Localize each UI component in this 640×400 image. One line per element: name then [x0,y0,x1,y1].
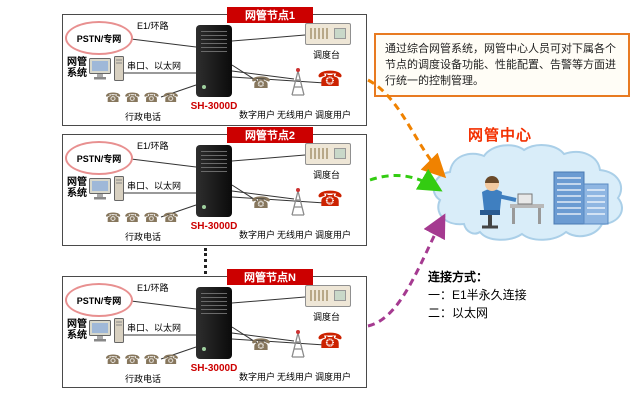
device-model-label: SH-3000D [190,221,238,232]
phone-icon: ☎ [162,91,179,106]
phone-icon: ☎ [124,91,141,106]
admin-phones-label: 行政电话 [125,232,162,242]
digital-phone-icon: ☎ [251,335,271,354]
phone-icon: ☎ [143,211,160,226]
device-model-label: SH-3000D [190,363,238,374]
node-connector-lines [121,296,326,360]
phone-icon: ☎ [105,91,122,106]
e1-link-label: E1/环路 [137,283,169,293]
computer-icon [89,56,124,81]
operator-at-desk-icon [480,176,544,229]
admin-phones-icons: ☎☎☎☎ [105,353,179,368]
connection-method-2: 二：以太网 [428,306,489,320]
admin-phones-icons: ☎☎☎☎ [105,211,179,226]
dispatch-user-label: 调度用户 [315,110,352,120]
phone-icon: ☎ [124,353,141,368]
network-node-n: 网管节点N PSTN/专网 E1/环路 网管系统 串口、以太网 SH-3000D… [62,269,367,388]
device-model-label: SH-3000D [190,101,238,112]
admin-phones-icons: ☎☎☎☎ [105,91,179,106]
node-connector-lines [121,34,326,98]
sh3000d-cabinet-icon [196,25,232,97]
digital-phone-icon: ☎ [251,73,271,92]
e1-link-label: E1/环路 [137,21,169,31]
e1-link-label: E1/环路 [137,141,169,151]
dispatch-phone-icon: ☎ [317,329,344,353]
phone-icon: ☎ [143,91,160,106]
dispatch-phone-icon: ☎ [317,187,344,211]
node-title-banner: 网管节点N [227,269,313,285]
dispatch-phone-icon: ☎ [317,67,344,91]
digital-user-label: 数字用户 [239,110,276,120]
connection-methods: 连接方式： 一：E1半永久连接 二：以太网 [428,268,527,322]
wireless-antenna-icon [291,68,305,96]
digital-user-label: 数字用户 [239,372,276,382]
sh3000d-cabinet-icon [196,287,232,359]
connection-method-1: 一：E1半永久连接 [428,288,527,302]
phone-icon: ☎ [105,211,122,226]
dispatch-console-label: 调度台 [313,50,341,60]
admin-phones-label: 行政电话 [125,374,162,384]
node-title-banner: 网管节点1 [227,7,313,23]
wireless-user-label: 无线用户 [277,110,314,120]
buildings-icon [553,171,609,225]
phone-icon: ☎ [162,353,179,368]
dispatch-console-icon [305,23,351,45]
pstn-cloud: PSTN/专网 [65,283,133,317]
nms-label: 网管系统 [67,177,87,199]
phone-icon: ☎ [143,353,160,368]
dispatch-console-icon [305,143,351,165]
pstn-cloud: PSTN/专网 [65,141,133,175]
phone-icon: ☎ [124,211,141,226]
sh3000d-cabinet-icon [196,145,232,217]
node-connector-lines [121,154,326,218]
dispatch-console-icon [305,285,351,307]
description-box: 通过综合网管系统，网管中心人员可对下属各个节点的调度设备功能、性能配置、告警等方… [374,33,630,97]
digital-user-label: 数字用户 [239,230,276,240]
ellipsis-more-nodes [204,248,207,274]
phone-icon: ☎ [162,211,179,226]
nmc-title: 网管中心 [468,127,533,144]
nms-label: 网管系统 [67,319,87,341]
serial-ethernet-label: 串口、以太网 [127,181,182,191]
dispatch-console-label: 调度台 [313,312,341,322]
network-node-2: 网管节点2 PSTN/专网 E1/环路 网管系统 串口、以太网 SH-3000D… [62,127,367,246]
wireless-user-label: 无线用户 [277,372,314,382]
pstn-cloud: PSTN/专网 [65,21,133,55]
dispatch-console-label: 调度台 [313,170,341,180]
network-node-1: 网管节点1 PSTN/专网 E1/环路 网管系统 串口、以太网 SH-3000D… [62,7,367,126]
nms-label: 网管系统 [67,57,87,79]
pstn-label: PSTN/专网 [76,153,122,164]
digital-phone-icon: ☎ [251,193,271,212]
connection-methods-title: 连接方式： [428,270,489,284]
node-title-banner: 网管节点2 [227,127,313,143]
wireless-antenna-icon [291,188,305,216]
computer-icon [89,318,124,343]
wireless-antenna-icon [291,330,305,358]
pstn-label: PSTN/专网 [76,33,122,44]
admin-phones-label: 行政电话 [125,112,162,122]
dispatch-user-label: 调度用户 [315,230,352,240]
computer-icon [89,176,124,201]
pstn-label: PSTN/专网 [76,295,122,306]
dispatch-user-label: 调度用户 [315,372,352,382]
serial-ethernet-label: 串口、以太网 [127,61,182,71]
phone-icon: ☎ [105,353,122,368]
serial-ethernet-label: 串口、以太网 [127,323,182,333]
nmc-cloud [432,144,623,241]
wireless-user-label: 无线用户 [277,230,314,240]
